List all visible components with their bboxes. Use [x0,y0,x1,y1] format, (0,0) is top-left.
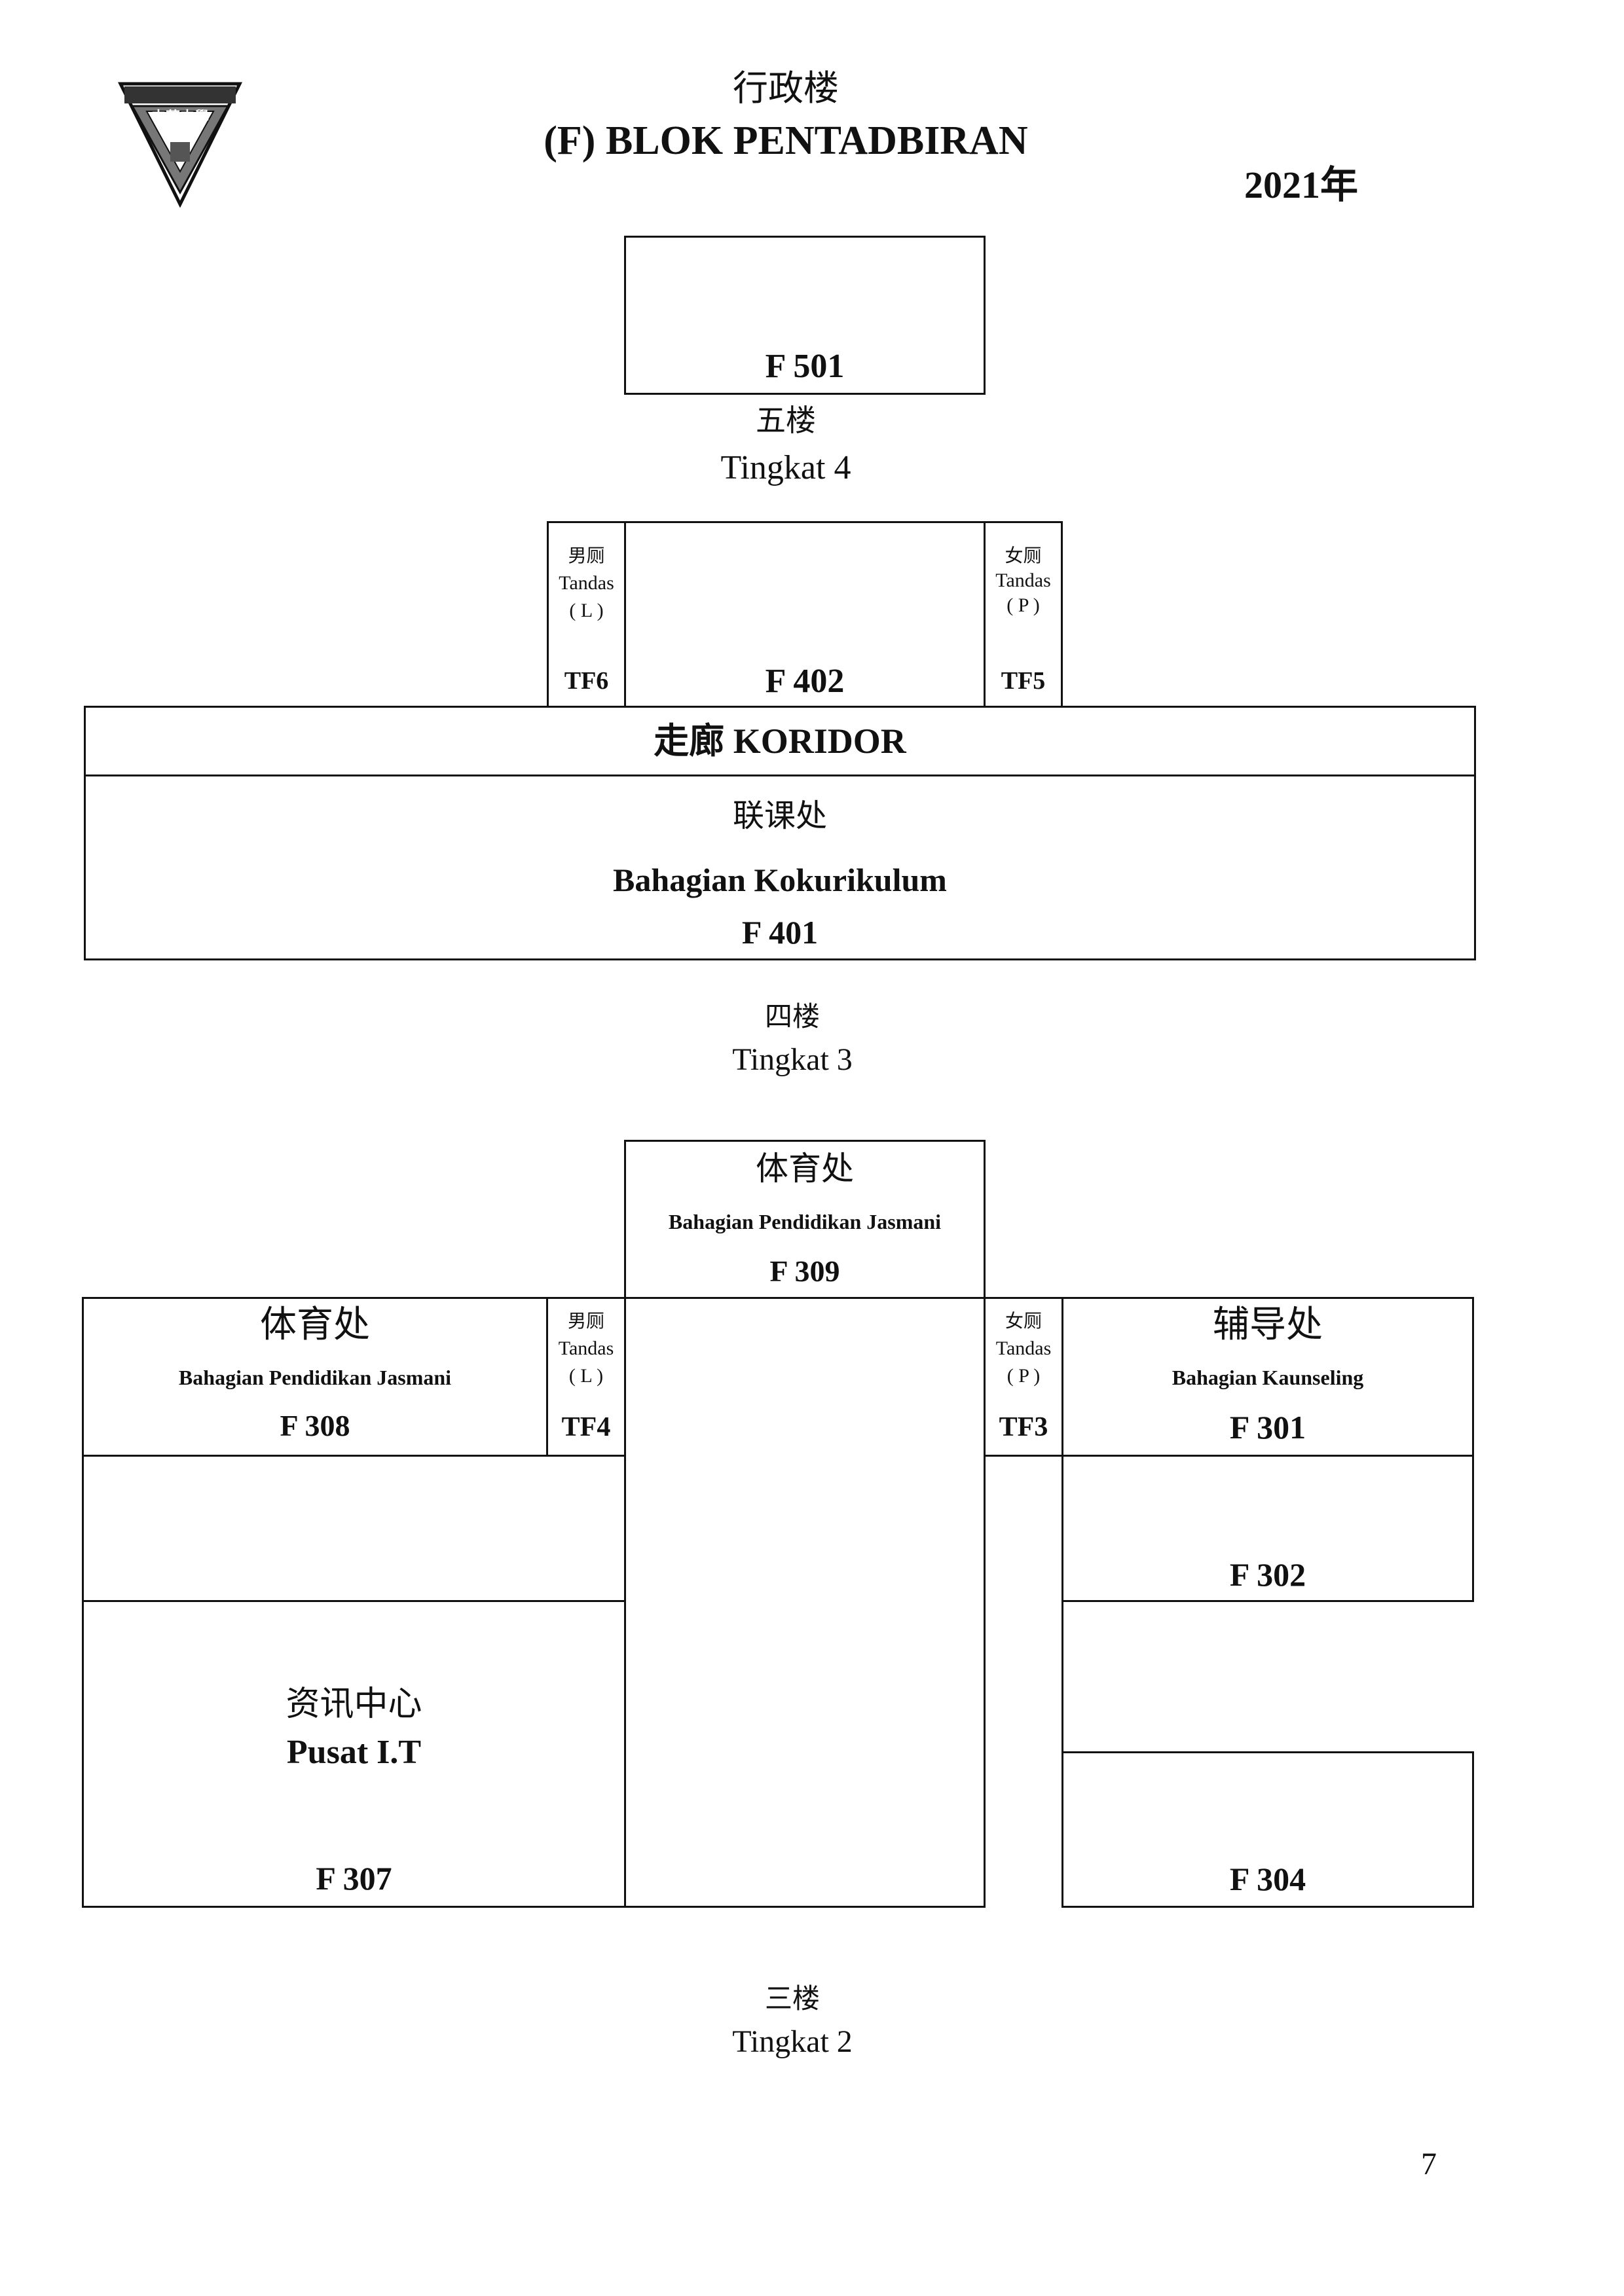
toilet-tf3-sub: ( P ) [1006,1365,1041,1387]
room-f308-label: Bahagian Pendidikan Jasmani [178,1366,452,1389]
floor4-label: Tingkat 3 [732,1042,853,1077]
toilet-tf6-sub: ( L ) [569,600,604,621]
toilet-tf4: 男厕 Tandas ( L ) TF4 [546,1297,626,1457]
floor3-label-chinese: 三楼 [764,1982,820,2014]
room-f307-chinese: 资讯中心 [286,1685,422,1724]
room-f302: F 302 [1061,1455,1474,1602]
room-f401: 联课处 Bahagian Kokurikulum F 401 [84,774,1476,960]
room-f401-code: F 401 [741,914,819,951]
room-f307: 资讯中心 Pusat I.T F 307 [82,1600,626,1908]
corridor-label: 走廊 KORIDOR [654,721,906,761]
room-unlabeled-left [82,1455,626,1602]
room-f304: F 304 [1061,1751,1474,1908]
toilet-tf5-code: TF5 [1001,667,1046,695]
corridor-right-divider [1061,1455,1063,1908]
toilet-tf4-code: TF4 [561,1412,611,1442]
room-f309: 体育处 Bahagian Pendidikan Jasmani F 309 [624,1140,986,1299]
central-hall [624,1297,986,1908]
room-f402-code: F 402 [765,663,845,700]
room-f402: F 402 [624,521,986,708]
room-f301-code: F 301 [1229,1409,1306,1446]
toilet-tf3-code: TF3 [999,1412,1048,1442]
floor5-label: Tingkat 4 [720,449,851,486]
toilet-tf6-code: TF6 [564,667,609,695]
page-title-chinese: 行政楼 [733,67,839,109]
room-f307-code: F 307 [316,1860,392,1897]
room-f301-label: Bahagian Kaunseling [1172,1366,1364,1389]
room-f401-label: Bahagian Kokurikulum [613,862,947,898]
page-title: (F) BLOK PENTADBIRAN [544,118,1028,163]
corridor: 走廊 KORIDOR [84,706,1476,776]
room-f501-code: F 501 [765,348,845,385]
toilet-tf4-sub: ( L ) [568,1365,604,1387]
toilet-tf6-label: Tandas [559,572,614,594]
toilet-tf6: 男厕 Tandas ( L ) TF6 [547,521,626,708]
toilet-tf5: 女厕 Tandas ( P ) TF5 [984,521,1063,708]
logo-text: 中華中學 [151,109,209,126]
room-f307-label: Pusat I.T [286,1734,422,1771]
room-f308: 体育处 Bahagian Pendidikan Jasmani F 308 [82,1297,548,1457]
room-f301: 辅导处 Bahagian Kaunseling F 301 [1061,1297,1474,1457]
floor5-label-chinese: 五楼 [756,403,816,438]
room-f302-code: F 302 [1229,1556,1306,1593]
room-f309-label: Bahagian Pendidikan Jasmani [668,1210,942,1233]
school-logo: 中華中學 [117,80,243,208]
toilet-tf5-label: Tandas [995,570,1051,591]
page-number: 7 [1421,2147,1437,2181]
room-f401-chinese: 联课处 [732,797,827,834]
toilet-tf3-chinese: 女厕 [1005,1310,1042,1332]
room-f304-code: F 304 [1229,1861,1306,1897]
room-f308-chinese: 体育处 [260,1303,370,1346]
room-f309-chinese: 体育处 [756,1150,854,1188]
room-f301-chinese: 辅导处 [1213,1303,1323,1346]
toilet-tf3: 女厕 Tandas ( P ) TF3 [984,1297,1063,1457]
room-f501: F 501 [624,236,986,395]
floor4-label-chinese: 四楼 [764,1000,820,1032]
year-label: 2021年 [1244,164,1359,206]
toilet-tf3-label: Tandas [995,1338,1052,1359]
toilet-tf6-chinese: 男厕 [568,545,605,566]
floor3-label: Tingkat 2 [732,2024,853,2059]
toilet-tf5-chinese: 女厕 [1005,545,1042,566]
toilet-tf4-chinese: 男厕 [567,1310,604,1332]
room-f308-code: F 308 [280,1409,350,1442]
toilet-tf4-label: Tandas [558,1338,614,1359]
room-f309-code: F 309 [769,1254,840,1288]
toilet-tf5-sub: ( P ) [1006,594,1040,616]
logo-shield-icon [117,82,243,208]
